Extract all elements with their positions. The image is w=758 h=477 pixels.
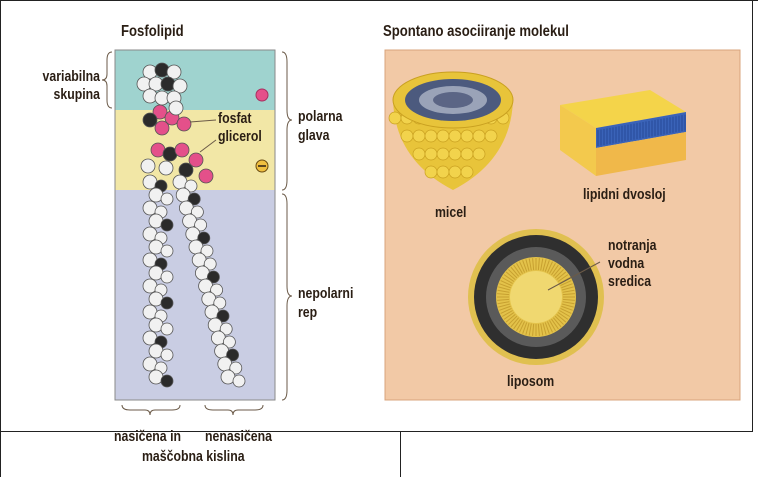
micelle-head — [425, 130, 437, 142]
atom — [199, 169, 213, 183]
micelle-head — [485, 130, 497, 142]
atom — [161, 193, 173, 205]
variable-group-bracket — [102, 52, 112, 108]
liposome-label: liposom — [507, 373, 554, 391]
aqueous-core-label-3: sredica — [608, 273, 651, 291]
aqueous-core-label-1: notranja — [608, 237, 657, 255]
micelle-head — [437, 148, 449, 160]
micelle-head — [437, 166, 449, 178]
atom — [233, 375, 245, 387]
micelle-head — [461, 130, 473, 142]
micelle-head — [473, 130, 485, 142]
micelle-head — [401, 130, 413, 142]
polar-head-bracket — [282, 52, 292, 190]
saturated-bracket — [122, 405, 180, 415]
micelle-head — [449, 148, 461, 160]
atom — [177, 117, 191, 131]
nonpolar-tail-label-2: rep — [298, 304, 317, 322]
saturated-label: nasičena in — [114, 428, 181, 446]
micelle-head — [425, 166, 437, 178]
micelle-head — [389, 112, 401, 124]
atom — [169, 101, 183, 115]
atom — [175, 143, 189, 157]
liposome-illustration — [468, 229, 604, 365]
variable-group-label-2: skupina — [25, 86, 100, 104]
phospholipid-title: Fosfolipid — [121, 23, 184, 41]
micelle-head — [413, 148, 425, 160]
atom — [141, 159, 155, 173]
aqueous-core-label-2: vodna — [608, 255, 644, 273]
micelle-head — [473, 148, 485, 160]
micelle-head — [425, 148, 437, 160]
atom — [161, 323, 173, 335]
lipid-bilayer-illustration — [560, 90, 686, 176]
unsaturated-label: nenasičena — [205, 428, 272, 446]
micelle-head — [437, 130, 449, 142]
choline-atom — [256, 89, 268, 101]
polar-head-label-2: glava — [298, 127, 329, 145]
micelle-label: micel — [435, 204, 466, 222]
atom — [161, 271, 173, 283]
glycerol-label: glicerol — [218, 128, 262, 146]
bilayer-label: lipidni dvosloj — [583, 186, 666, 204]
micelle-head — [461, 166, 473, 178]
fatty-acid-label: maščobna kislina — [142, 448, 245, 466]
atom — [161, 297, 173, 309]
nonpolar-tail-bracket — [282, 194, 292, 400]
micelle-head — [461, 148, 473, 160]
unsaturated-bracket — [205, 405, 263, 415]
nonpolar-tail-label-1: nepolarni — [298, 285, 353, 303]
micelle-head — [413, 130, 425, 142]
polar-head-label-1: polarna — [298, 108, 342, 126]
variable-group-label-1: variabilna — [25, 68, 100, 86]
micelle-head — [449, 166, 461, 178]
atom — [155, 121, 169, 135]
atom — [161, 219, 173, 231]
association-title: Spontano asociiranje molekul — [383, 23, 569, 41]
atom — [161, 375, 173, 387]
atom — [159, 161, 173, 175]
phosphate-label: fosfat — [218, 110, 251, 128]
atom — [143, 113, 157, 127]
micelle-head — [449, 130, 461, 142]
atom — [161, 245, 173, 257]
atom — [161, 349, 173, 361]
